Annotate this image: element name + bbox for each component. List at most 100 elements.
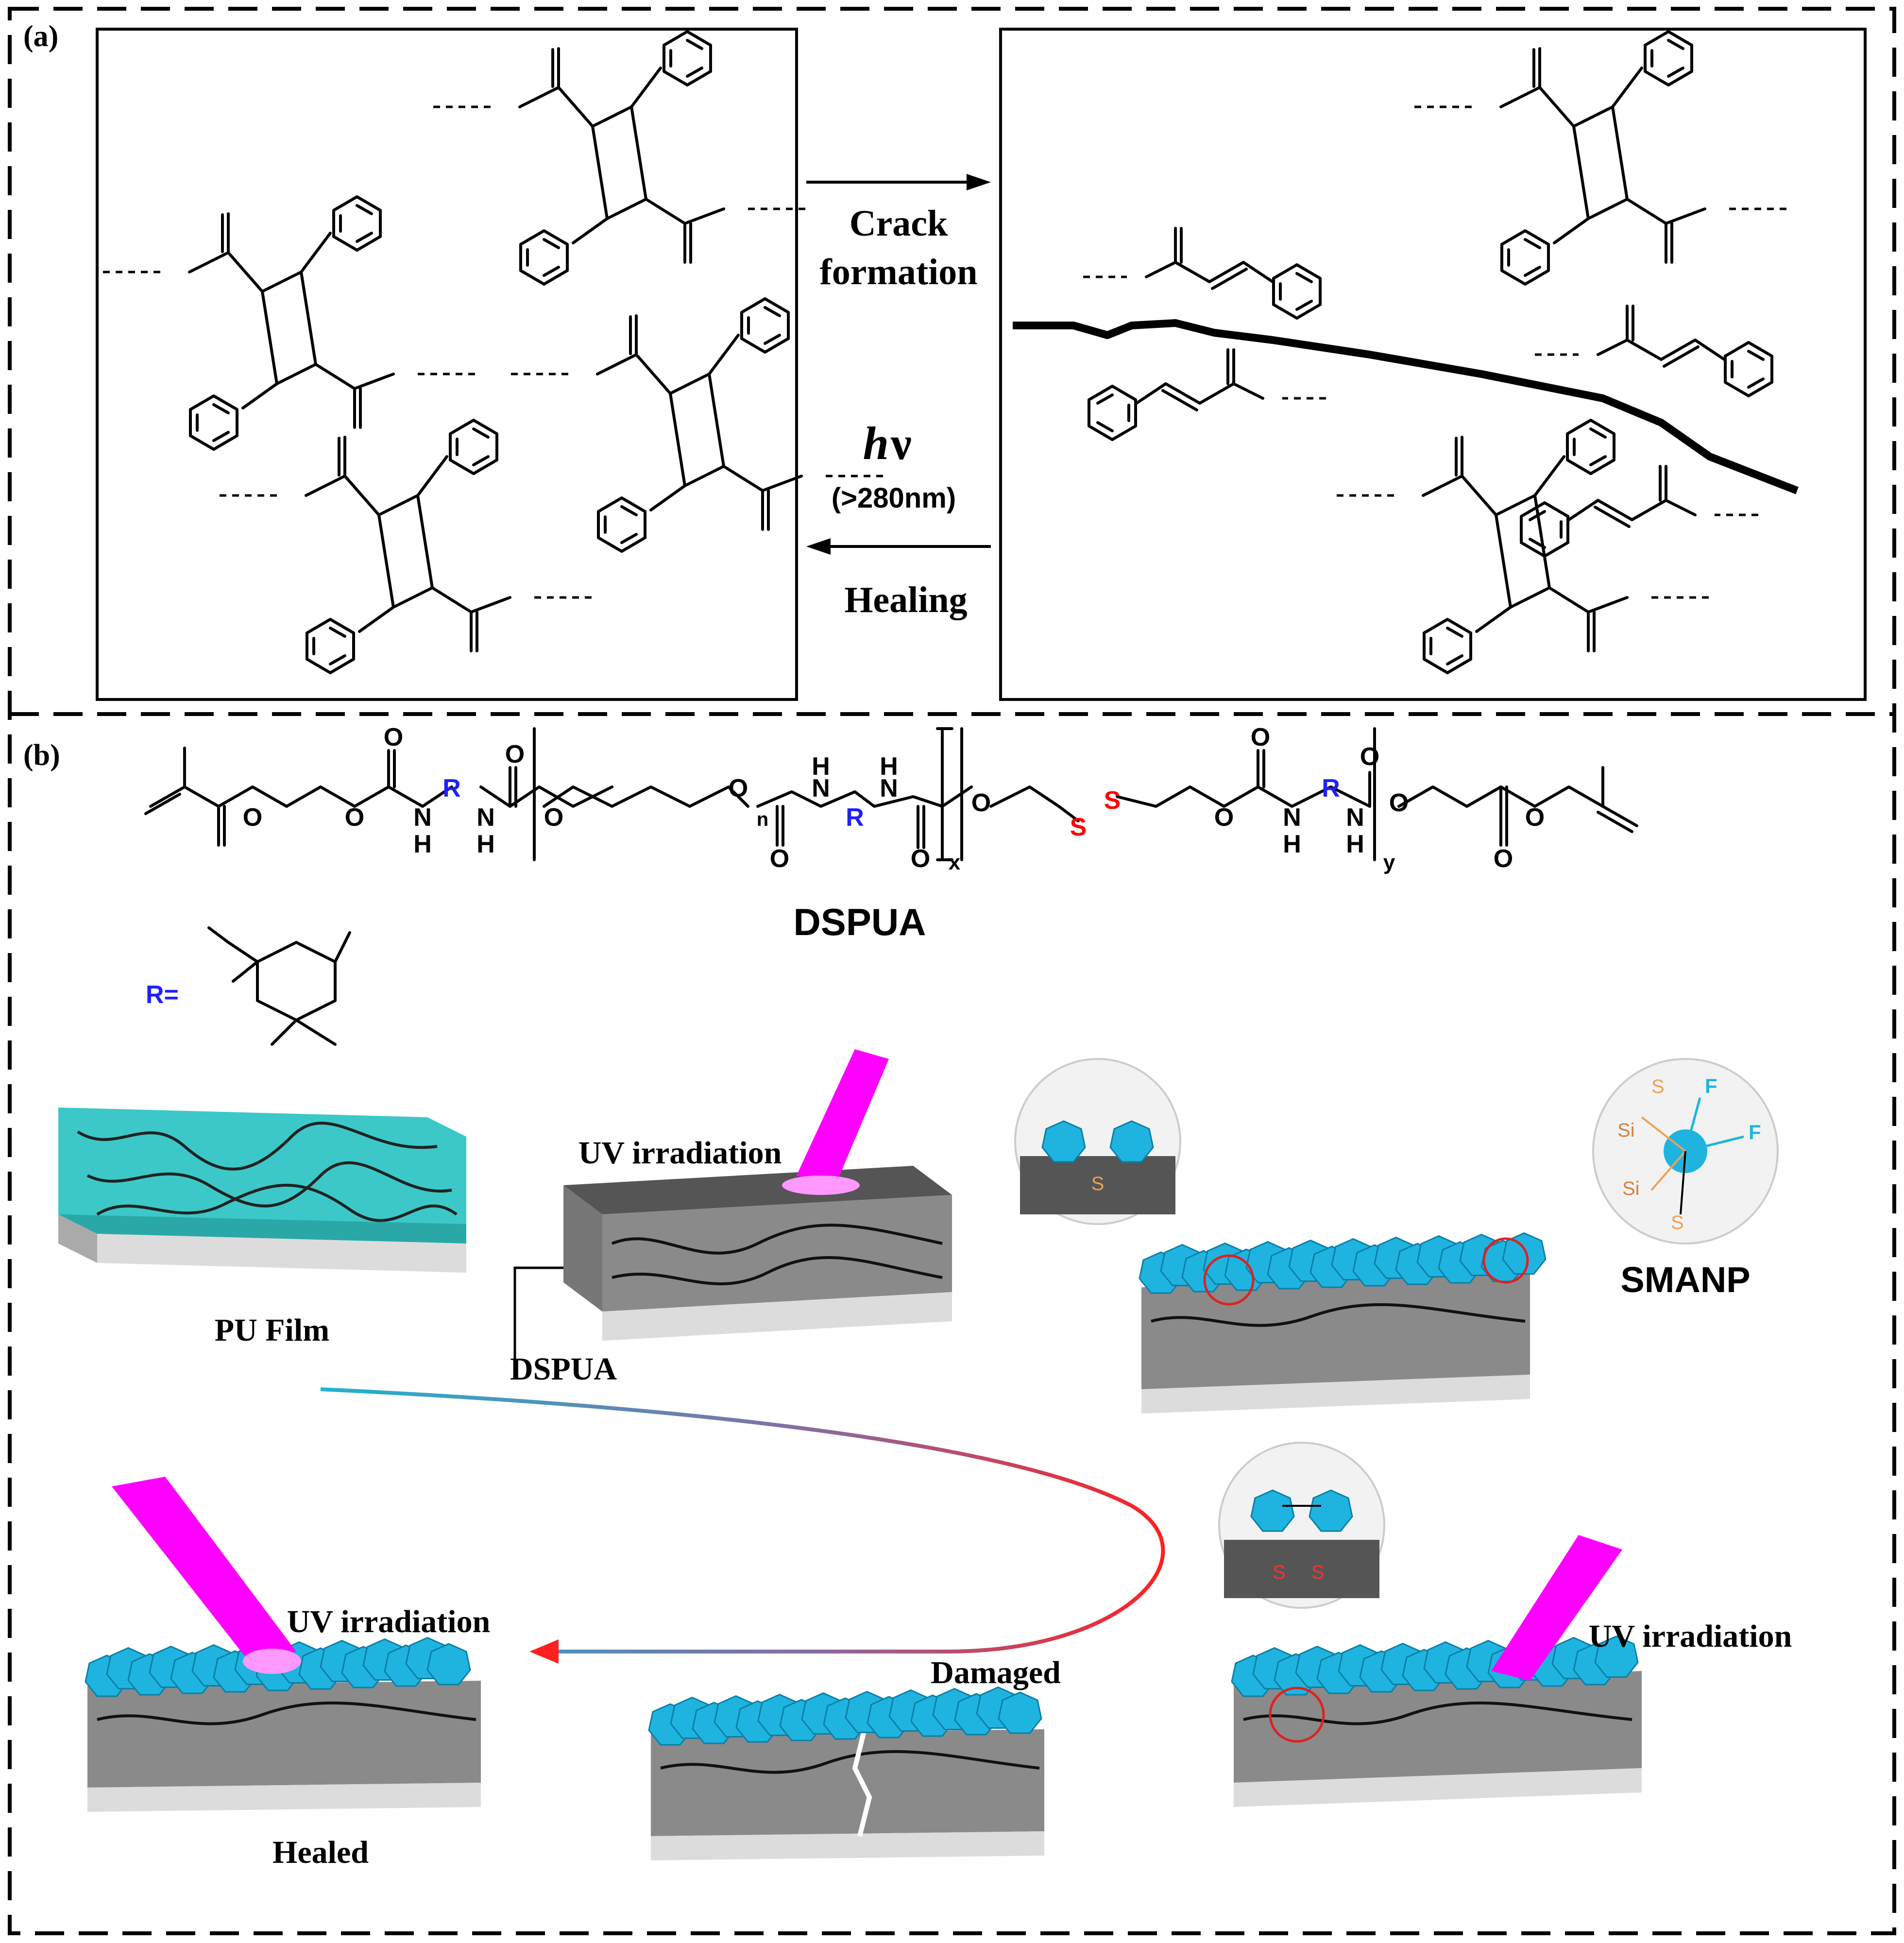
atom-n-6: N — [1346, 803, 1364, 832]
disulfide-s-2: S — [1104, 786, 1121, 815]
atom-n-5: N — [1283, 803, 1301, 832]
dimer-molecule-2 — [102, 197, 476, 449]
dspua-callout-line — [513, 1266, 563, 1375]
uv-spot-1 — [782, 1176, 860, 1195]
atom-o-4: O — [505, 740, 525, 768]
bubble-s-label-3: S — [1671, 1212, 1684, 1233]
bubble-s-label-4: S — [1273, 1562, 1286, 1583]
atom-o-3: O — [384, 723, 403, 751]
dimer-molecule-1 — [432, 32, 806, 284]
dimer-molecule-5 — [1413, 32, 1787, 284]
pu-film-label: PU Film — [215, 1312, 329, 1348]
cinnamate-4 — [1521, 466, 1758, 556]
healing-arrow — [806, 538, 991, 555]
atom-n-1: N — [413, 803, 432, 832]
dimer-molecule-6 — [1336, 420, 1710, 673]
atom-h-5: H — [1283, 830, 1301, 858]
atom-h-4: H — [880, 752, 898, 781]
nanoparticle — [426, 1643, 471, 1686]
panel-a-label: (a) — [23, 20, 58, 53]
atom-o-10: O — [1214, 803, 1234, 832]
cinnamate-1 — [1083, 228, 1320, 318]
dspua-structure — [144, 727, 1638, 861]
wavelength-label: (>280nm) — [832, 482, 956, 514]
dspua-title: DSPUA — [793, 901, 926, 943]
crack-line — [1013, 319, 1799, 494]
dspua-coated-film — [563, 1166, 952, 1341]
healed-film — [87, 1681, 481, 1812]
atom-o-8: O — [911, 845, 930, 873]
atom-h-1: H — [413, 830, 432, 858]
highlight-circle-2 — [1482, 1237, 1529, 1284]
cinnamate-3 — [1535, 306, 1772, 396]
dspua-callout-label: DSPUA — [510, 1351, 617, 1387]
atom-n-4: N — [880, 774, 898, 802]
crack-formation-arrow — [806, 174, 991, 190]
zoom-bubble-disulfide: S — [1014, 1058, 1181, 1225]
dimer-molecule-4 — [219, 420, 593, 673]
uv-spot-3 — [243, 1649, 301, 1674]
planck-h-symbol: h — [863, 417, 889, 469]
subscript-y: y — [1383, 851, 1395, 874]
dimer-molecule-3 — [510, 299, 884, 551]
figure-border — [8, 7, 1896, 1935]
atom-o-7: O — [770, 845, 789, 873]
pu-film-illustration — [58, 1108, 466, 1273]
uv-irradiation-label-1: UV irradiation — [578, 1135, 782, 1171]
bubble-s-label-2: S — [1651, 1076, 1665, 1097]
atom-o-6: O — [729, 774, 748, 802]
nanoparticle — [998, 1691, 1042, 1734]
silicon-label-2: Si — [1622, 1178, 1640, 1199]
atom-h-2: H — [476, 830, 495, 858]
disulfide-s-1: S — [1070, 813, 1087, 841]
uv-beam-2 — [1491, 1535, 1622, 1681]
smanp-label: SMANP — [1620, 1260, 1750, 1300]
cracked-network-box — [999, 28, 1867, 701]
r-group-2: R — [846, 803, 864, 832]
atom-h-6: H — [1346, 830, 1364, 858]
atom-o-11: O — [1251, 723, 1270, 751]
bubble-s-label-1: S — [1091, 1173, 1105, 1194]
r-group-1: R — [442, 774, 461, 802]
uv-beam-1 — [797, 1049, 889, 1185]
atom-n-2: N — [476, 803, 495, 832]
atom-o-2: O — [345, 803, 364, 832]
crosslinked-film — [1234, 1671, 1642, 1807]
highlight-circle-3 — [1269, 1687, 1325, 1743]
healed-label: Healed — [272, 1835, 369, 1870]
intact-network-box — [96, 28, 798, 701]
process-curve-arrow — [320, 1387, 1165, 1653]
uv-irradiation-label-2: UV irradiation — [1589, 1619, 1792, 1654]
silicon-label-1: Si — [1617, 1120, 1635, 1141]
smanp-coated-film — [1141, 1273, 1530, 1414]
atom-o-5: O — [544, 803, 563, 832]
atom-o-12: O — [1360, 743, 1379, 771]
cinnamate-2 — [1089, 350, 1326, 440]
atom-n-3: N — [812, 774, 830, 802]
process-arrow-head — [529, 1639, 559, 1664]
atom-o-9: O — [971, 789, 991, 817]
fluorine-label-1: F — [1705, 1074, 1717, 1097]
healing-label: Healing — [844, 579, 967, 620]
uv-irradiation-label-3: UV irradiation — [287, 1604, 491, 1639]
r-group-label: R= — [146, 981, 179, 1009]
atom-o-13: O — [1389, 789, 1409, 817]
uv-beam-3 — [112, 1477, 296, 1666]
panel-b-label: (b) — [23, 739, 60, 772]
highlight-circle-1 — [1203, 1254, 1255, 1306]
atom-o-1: O — [243, 803, 262, 832]
atom-h-3: H — [812, 752, 830, 781]
bubble-s-label-5: S — [1311, 1562, 1325, 1583]
damaged-film — [651, 1728, 1044, 1860]
subscript-n: n — [757, 809, 768, 830]
formation-label: formation — [819, 252, 977, 292]
crack-label: Crack — [850, 203, 948, 244]
r-group-3: R — [1322, 774, 1340, 802]
nu-symbol: ν — [890, 417, 912, 469]
atom-o-14: O — [1525, 803, 1545, 832]
damaged-label: Damaged — [931, 1655, 1061, 1690]
r-group-structure — [207, 926, 351, 1046]
subscript-x: x — [949, 851, 961, 874]
atom-o-15: O — [1494, 845, 1513, 873]
